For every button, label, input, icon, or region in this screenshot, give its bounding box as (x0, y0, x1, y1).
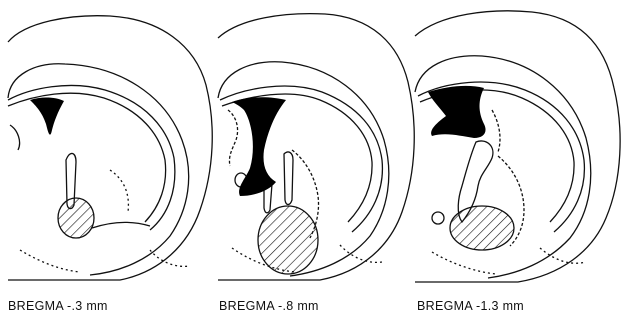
lateral-ventricle-3 (428, 86, 486, 138)
lateral-ventricle-1 (30, 97, 64, 134)
caption-bregma-panel-3: BREGMA -1.3 mm (417, 300, 524, 313)
section-panel-3 (415, 11, 620, 282)
section-panel-1 (8, 16, 212, 280)
lateral-ventricle-2 (232, 97, 286, 196)
hatched-nucleus-2 (258, 206, 318, 274)
brain-outline-1 (8, 16, 212, 280)
brain-outline-3 (415, 11, 620, 282)
hatched-nucleus-1 (58, 198, 94, 238)
cortex-inner-1 (8, 64, 189, 275)
caption-bregma-panel-1: BREGMA -.3 mm (8, 300, 108, 313)
caption-bregma-panel-2: BREGMA -.8 mm (219, 300, 319, 313)
hatched-nucleus-3 (450, 206, 514, 250)
